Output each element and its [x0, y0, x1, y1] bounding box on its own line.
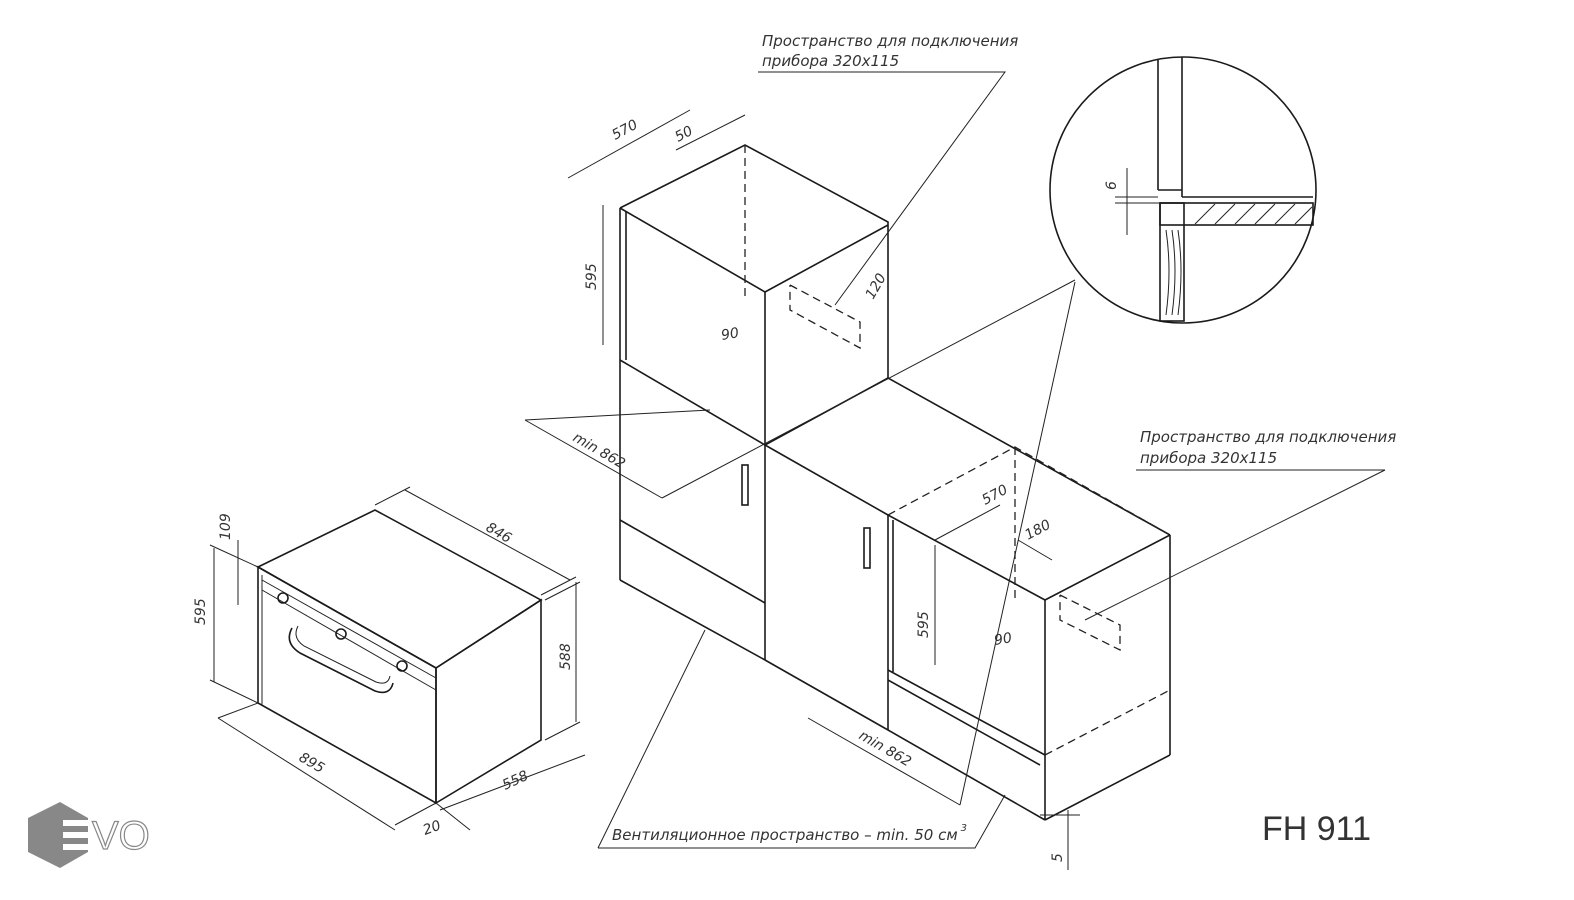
dim-oven-depth: 558: [500, 768, 531, 794]
knob-icon: [335, 628, 347, 640]
logo-text: VO: [92, 814, 150, 858]
knob-icon: [277, 592, 289, 604]
knob-icon: [396, 660, 408, 672]
detail-circle: [1049, 56, 1317, 324]
cabinet-handle: [863, 527, 871, 569]
dim-oven-width: 895: [296, 750, 327, 777]
dim-under-gap: 5: [1050, 853, 1066, 862]
connection-note-2-line2: прибора 320x115: [1140, 449, 1277, 467]
ventilation-note-group: Вентиляционное пространство – min. 50 см…: [612, 823, 967, 844]
evo-logo: VO: [28, 802, 150, 868]
dim-tall-depth: 570: [609, 117, 640, 144]
dim-tall-angle: 90: [720, 325, 740, 344]
dim-under-height: 595: [916, 611, 932, 638]
dim-tall-cutout: 120: [863, 271, 890, 302]
connection-note-2-line1: Пространство для подключения: [1140, 428, 1396, 446]
dim-under-min: min 862: [856, 728, 914, 771]
model-title: FH 911: [1262, 810, 1371, 848]
dim-oven-width-top: 846: [483, 520, 514, 547]
ventilation-note: Вентиляционное пространство – min. 50 см: [612, 826, 958, 844]
dim-under-angle: 90: [993, 630, 1013, 649]
connection-note-1-line1: Пространство для подключения: [762, 32, 1018, 50]
dim-oven-height: 595: [193, 598, 209, 625]
dim-under-cutout: 180: [1022, 517, 1053, 544]
oven-handle: [288, 627, 394, 694]
connection-note-1-line2: прибора 320x115: [762, 52, 899, 70]
cabinet-drawing: [524, 71, 1386, 870]
dim-tall-height: 595: [584, 263, 600, 290]
dim-oven-front: 20: [421, 818, 443, 839]
dim-detail-gap: 6: [1104, 181, 1120, 190]
dim-oven-panel: 109: [218, 513, 234, 540]
dim-tall-gap: 50: [672, 123, 695, 146]
dim-under-depth: 570: [979, 482, 1010, 509]
oven-drawing: [209, 486, 586, 831]
cabinet-handle: [741, 464, 749, 506]
ventilation-note-sup: 3: [961, 823, 967, 834]
dim-oven-body-height: 588: [558, 643, 574, 670]
